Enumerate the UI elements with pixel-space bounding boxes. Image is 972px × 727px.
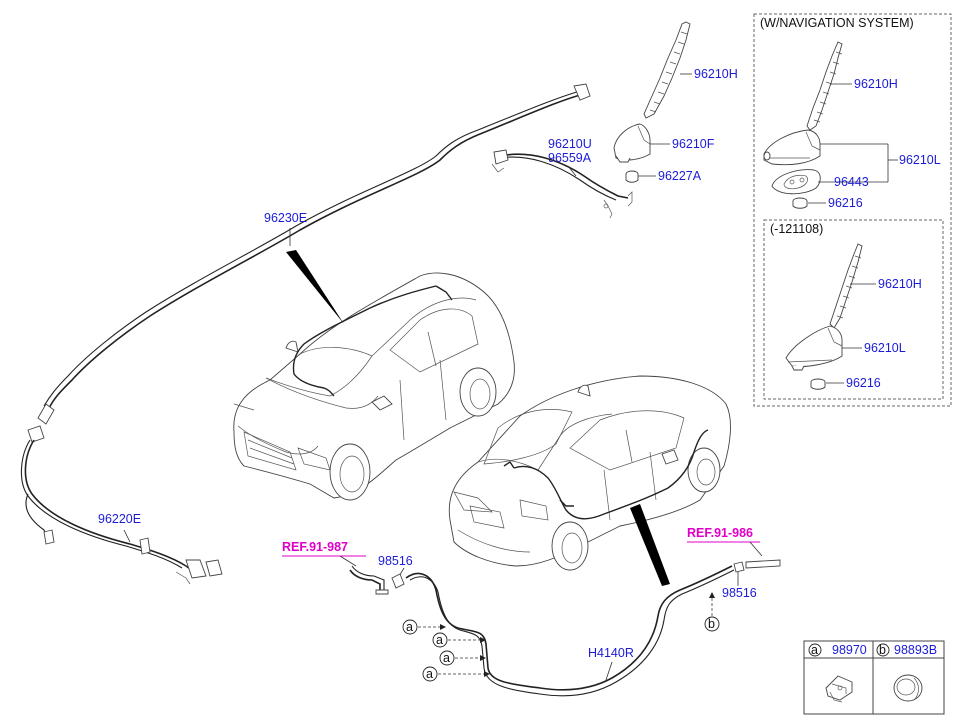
reference-right: REF.91-986 bbox=[687, 526, 781, 569]
old-part-96210H: 96210H bbox=[878, 277, 922, 291]
old-antenna-base bbox=[785, 325, 843, 371]
reference-left: REF.91-987 bbox=[282, 540, 389, 595]
old-version-box-title: (-121108) bbox=[770, 222, 823, 236]
part-96227A: 96227A bbox=[658, 169, 702, 183]
svg-text:b: b bbox=[708, 617, 715, 631]
grommet-98893B-illustration bbox=[893, 674, 923, 702]
nav-part-96443: 96443 bbox=[834, 175, 869, 189]
nav-nut-96216 bbox=[792, 197, 808, 209]
antenna-feeder-cable-96230E bbox=[27, 83, 591, 443]
svg-text:a: a bbox=[436, 633, 443, 647]
drain-clip-left bbox=[391, 573, 405, 589]
part-98516-left: 98516 bbox=[378, 554, 413, 568]
part-96210U: 96210U bbox=[548, 137, 592, 151]
callout-b: b bbox=[704, 592, 720, 632]
legend-table: a 98970 b 98893B bbox=[803, 640, 945, 715]
nav-part-96216: 96216 bbox=[828, 196, 863, 210]
legend-b-circle bbox=[876, 643, 890, 657]
legend-a-part: 98970 bbox=[832, 643, 867, 657]
svg-text:a: a bbox=[406, 620, 413, 634]
front-pointer-wedge bbox=[286, 250, 344, 324]
drain-clip-right bbox=[733, 561, 745, 573]
roof-antenna-assembly: 96210H 96210F 96227A 96210U 96559A bbox=[491, 21, 738, 219]
svg-text:b: b bbox=[879, 643, 886, 657]
svg-text:a: a bbox=[443, 651, 450, 665]
part-98516-right: 98516 bbox=[722, 586, 757, 600]
part-96559A: 96559A bbox=[548, 151, 592, 165]
nav-part-96210H: 96210H bbox=[854, 77, 898, 91]
antenna-base-96210F bbox=[613, 123, 651, 161]
old-part-96210L: 96210L bbox=[864, 341, 906, 355]
callout-a-2 bbox=[432, 632, 448, 648]
rear-vehicle-illustration bbox=[448, 375, 731, 571]
roof-antenna-cable bbox=[491, 149, 633, 219]
nav-antenna-base bbox=[763, 129, 821, 166]
antenna-cable-96220E bbox=[20, 439, 223, 585]
drain-hose-H4140R bbox=[405, 565, 735, 697]
part-96210F: 96210F bbox=[672, 137, 715, 151]
callout-a-4 bbox=[422, 666, 438, 682]
legend-b-part: 98893B bbox=[894, 643, 937, 657]
part-96220E: 96220E bbox=[98, 512, 141, 526]
legend-a-circle bbox=[808, 643, 822, 657]
old-version-box-border bbox=[763, 219, 944, 400]
callout-b-1 bbox=[704, 616, 720, 632]
nav-part-96210L: 96210L bbox=[899, 153, 941, 167]
old-nut-96216 bbox=[810, 378, 826, 390]
callout-a-1 bbox=[402, 619, 418, 635]
navigation-system-box: (W/NAVIGATION SYSTEM) 96210H 96443 96210… bbox=[753, 13, 952, 407]
callouts-a: a a a a bbox=[402, 619, 490, 682]
front-vehicle-illustration bbox=[233, 272, 515, 501]
part-96230E: 96230E bbox=[264, 211, 307, 225]
svg-text:a: a bbox=[426, 667, 433, 681]
rear-pointer-wedge bbox=[630, 504, 670, 586]
nav-gasket-96443 bbox=[771, 169, 821, 195]
nav-antenna-mast bbox=[806, 41, 843, 131]
ref-91-986: REF.91-986 bbox=[687, 526, 753, 540]
grommet-96227A bbox=[625, 170, 639, 183]
navigation-box-border bbox=[753, 13, 952, 407]
svg-text:a: a bbox=[811, 643, 818, 657]
old-antenna-mast bbox=[829, 243, 863, 329]
clip-98970-illustration bbox=[825, 675, 853, 703]
part-96210H: 96210H bbox=[694, 67, 738, 81]
ref-91-987: REF.91-987 bbox=[282, 540, 348, 554]
part-H4140R: H4140R bbox=[588, 646, 634, 660]
navigation-box-title: (W/NAVIGATION SYSTEM) bbox=[760, 16, 914, 30]
callout-a-3 bbox=[439, 650, 455, 666]
old-part-96216: 96216 bbox=[846, 376, 881, 390]
antenna-mast-96210H bbox=[643, 21, 691, 119]
